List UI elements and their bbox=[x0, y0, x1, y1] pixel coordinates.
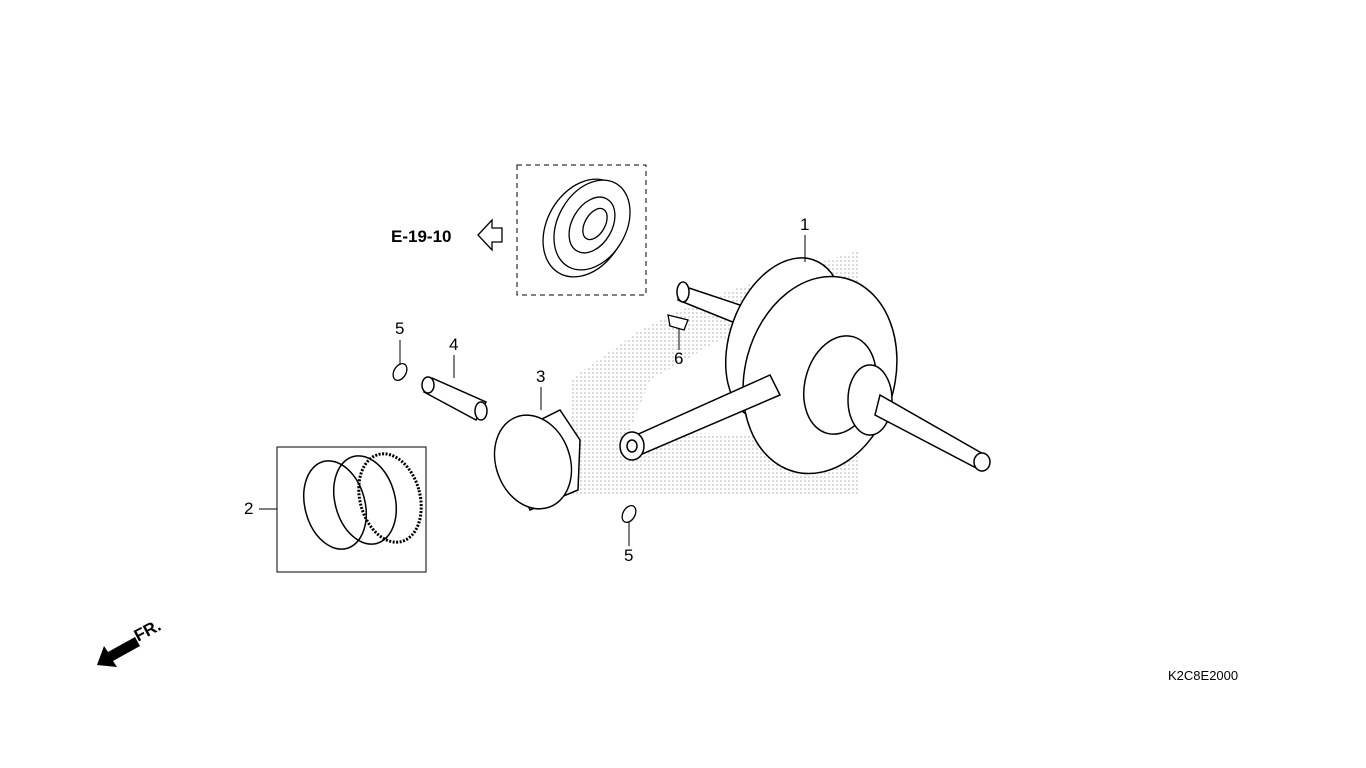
callout-2[interactable]: 2 bbox=[244, 499, 254, 518]
callout-6[interactable]: 6 bbox=[674, 349, 684, 368]
reference-arrow-icon[interactable] bbox=[477, 218, 503, 252]
piston-pin-clip bbox=[621, 504, 637, 524]
woodruff-key bbox=[667, 314, 689, 331]
leader-lines bbox=[259, 235, 806, 546]
piston-pin bbox=[421, 376, 488, 422]
piston-pin-clip bbox=[392, 362, 408, 382]
callout-5[interactable]: 5 bbox=[624, 546, 634, 565]
callout-5[interactable]: 5 bbox=[395, 319, 405, 338]
crankshaft bbox=[619, 257, 991, 475]
callout-3[interactable]: 3 bbox=[536, 367, 546, 386]
diagram-code: K2C8E2000 bbox=[1168, 668, 1239, 683]
piston-rings bbox=[303, 452, 423, 550]
callout-4[interactable]: 4 bbox=[449, 335, 459, 354]
reference-link[interactable]: E-19-10 bbox=[391, 227, 452, 246]
piston bbox=[493, 409, 581, 511]
bearing bbox=[542, 178, 631, 278]
callout-1[interactable]: 1 bbox=[800, 215, 810, 234]
front-direction-arrow-icon bbox=[97, 637, 140, 667]
bearing-group-box bbox=[516, 164, 647, 296]
ring-set-box bbox=[276, 446, 427, 573]
